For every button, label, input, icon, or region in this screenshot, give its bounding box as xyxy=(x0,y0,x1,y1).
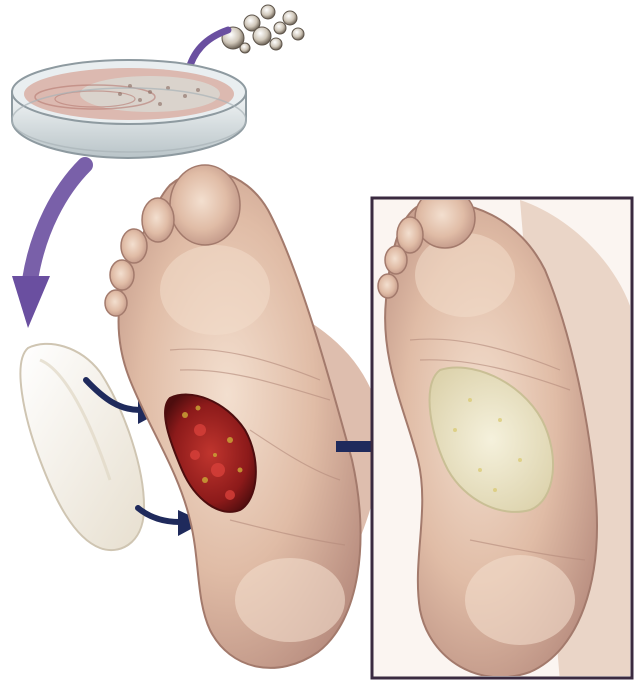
graft-to-wound-arrow-lower xyxy=(138,508,180,522)
cell-cluster-icon xyxy=(222,5,304,53)
foot-with-wound xyxy=(105,165,381,668)
dish-to-graft-arrowhead xyxy=(12,276,50,328)
dish-to-graft-arrow xyxy=(30,165,85,280)
healed-foot-panel xyxy=(372,188,636,682)
skin-graft-patch-icon xyxy=(20,344,144,550)
petri-dish-icon xyxy=(12,60,246,158)
